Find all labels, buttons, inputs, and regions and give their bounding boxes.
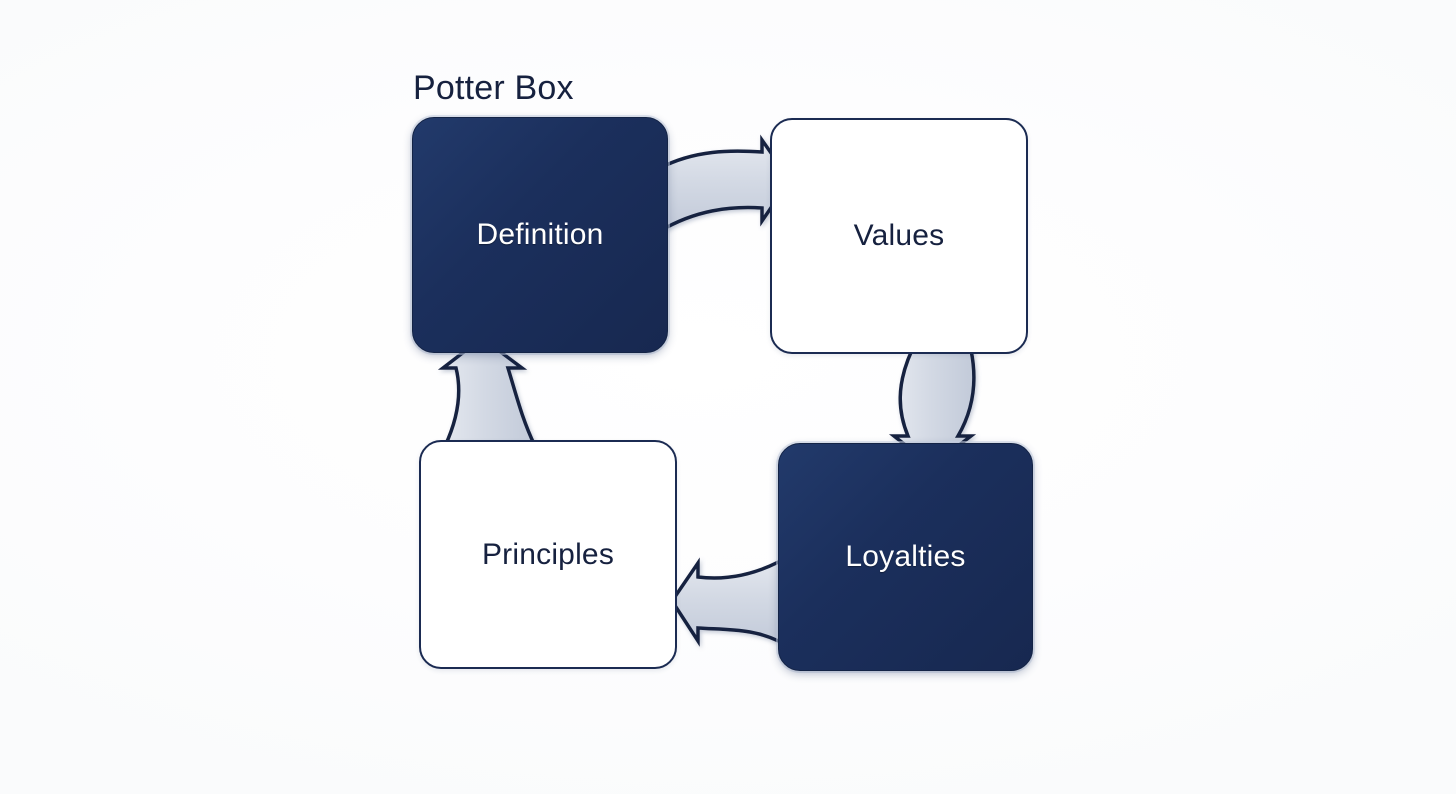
- node-principles-label: Principles: [481, 537, 615, 571]
- node-definition-label: Definition: [476, 218, 604, 251]
- arrow-principles-to-definition: [437, 335, 538, 448]
- node-loyalties[interactable]: Loyalties: [778, 443, 1033, 671]
- arrow-loyalties-to-principles: [669, 555, 788, 649]
- node-values-label: Values: [853, 219, 945, 252]
- node-values[interactable]: Values: [770, 118, 1028, 354]
- node-definition[interactable]: Definition: [412, 117, 668, 353]
- node-loyalties-label: Loyalties: [845, 540, 966, 573]
- page-title: Potter Box: [413, 69, 574, 107]
- node-principles[interactable]: Principles: [419, 440, 677, 669]
